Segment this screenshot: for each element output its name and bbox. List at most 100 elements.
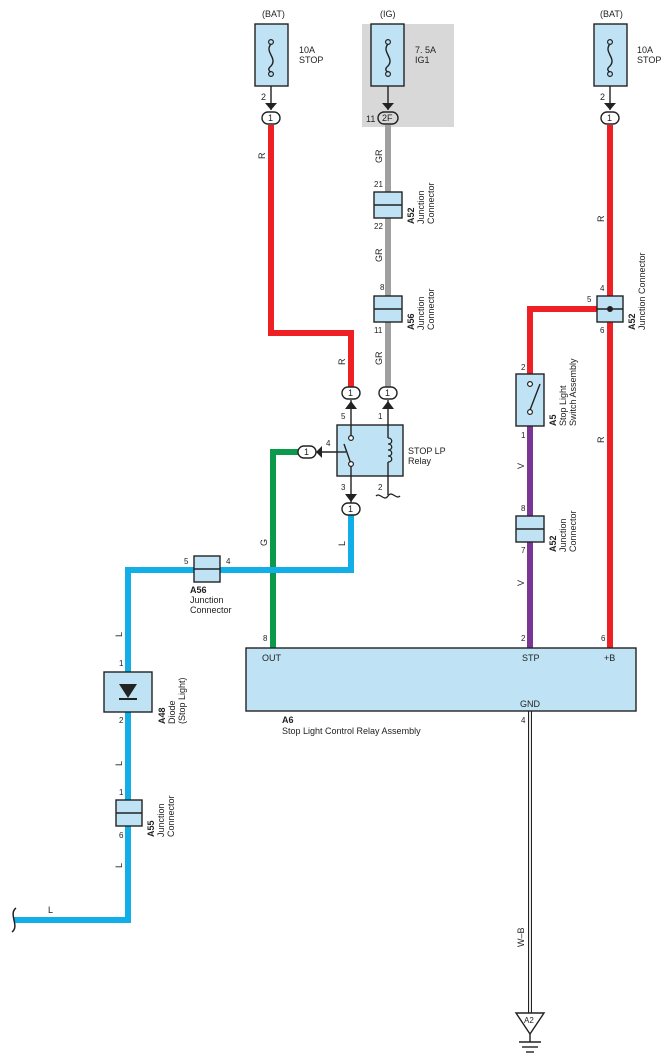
relay-pin-top-right: 1 [378,412,383,421]
wire-label-g: G [259,539,269,546]
control-gnd-label: GND [520,699,541,709]
fuse-left-rating: 10A [299,45,315,55]
wire-label-gr1: GR [374,149,384,163]
a52-mid-name2: Connector [426,182,436,224]
relay-pin-bottom-left: 3 [341,483,346,492]
connector-a56-middle: 8 11 A56 Junction Connector [373,283,436,335]
a52-right-name: Junction Connector [637,252,647,330]
fuse-right-connector: 1 [607,113,612,123]
a52-lower-code: A52 [548,535,558,552]
diode-stop-light: 1 2 A48 Diode (Stop Light) [103,659,187,725]
a55-pin-top: 1 [119,788,124,797]
relay-pin-top-left: 5 [341,412,346,421]
connector-a52-right: 4 5 6 A52 Junction Connector [587,252,647,335]
a52-lower-name: Junction [558,518,568,552]
fuse-left-connector: 1 [268,113,273,123]
wire-break-symbol [11,907,17,933]
fuse-right-name: STOP [637,55,661,65]
wire-label-l2: L [114,632,124,637]
a52-right-code: A52 [627,313,637,330]
stop-light-control-relay-assembly: 8 2 6 OUT STP +B GND 4 A6 Stop Light Con… [245,634,637,736]
connector-a56-left: 5 4 A56 Junction Connector [184,555,232,615]
fuse-middle: (IG) 7. 5A IG1 11 2F [366,9,436,125]
wire-label-v1: V [516,463,526,469]
control-pin-out: 8 [263,634,268,643]
fuse-left-pin: 2 [261,92,266,102]
a52-mid-pin-bottom: 22 [374,222,383,231]
fuse-middle-rating: 7. 5A [415,45,436,55]
a55-name2: Connector [166,795,176,837]
a56-mid-name: Junction [416,296,426,330]
a52-lower-pin-top: 8 [521,504,526,513]
a56-mid-code: A56 [406,313,416,330]
switch-pin-bottom: 1 [521,431,526,440]
wire-label-l1: L [337,541,347,546]
a56-left-pin-left: 5 [184,557,189,566]
a52-right-pin-left: 5 [587,295,592,304]
a55-code: A55 [146,820,156,837]
a52-mid-code: A52 [406,207,416,224]
a52-right-pin-bottom: 6 [600,326,605,335]
switch-name: Stop Light [558,385,568,426]
control-pin-stp: 2 [521,634,526,643]
control-plusb-label: +B [604,653,615,663]
a56-left-name: Junction [190,595,224,605]
wire-label-r4: R [596,436,606,443]
relay-name2: Relay [408,456,432,466]
wire-label-r1: R [257,152,267,159]
diode-name2: (Stop Light) [177,677,187,724]
wire-label-v2: V [516,580,526,586]
fuse-middle-connector: 2F [382,113,393,123]
diode-pin-top: 1 [119,659,124,668]
wire-label-l4: L [114,863,124,868]
control-pin-plusb: 6 [601,634,606,643]
wire-label-l3: L [114,761,124,766]
a55-name: Junction [156,803,166,837]
control-name: Stop Light Control Relay Assembly [282,726,421,736]
wire-red-switch-feed [527,306,610,378]
control-out-label: OUT [262,653,282,663]
ground-label: A2 [524,1016,534,1025]
relay-pin-bottom-right: 2 [378,483,383,492]
stop-light-switch: 2 1 A5 Stop Light Switch Assembly [515,358,578,440]
wire-blue [14,515,354,923]
switch-code: A5 [548,414,558,426]
wire-label-gr3: GR [374,351,384,365]
fuse-left-name: STOP [299,55,323,65]
a52-lower-name2: Connector [568,510,578,552]
connector-a52-lower: 8 7 A52 Junction Connector [515,504,578,555]
switch-pin-top: 2 [521,363,526,372]
switch-name2: Switch Assembly [568,358,578,426]
diode-pin-bottom: 2 [119,716,124,725]
fuse-right-source: (BAT) [600,9,623,19]
a56-left-pin-right: 4 [226,557,231,566]
fuse-right: (BAT) 10A STOP 2 1 [593,9,661,125]
a55-pin-bottom: 6 [119,831,124,840]
wire-red-left [268,125,354,387]
wire-harness [14,125,613,1013]
a56-mid-pin-bottom: 11 [374,326,383,335]
wire-label-wb: W–B [516,927,526,947]
a52-lower-pin-bottom: 7 [521,546,526,555]
relay-pin-left: 4 [326,439,331,448]
fuse-left-source: (BAT) [262,9,285,19]
fuse-middle-name: IG1 [415,55,430,65]
ground-point: A2 [514,1012,546,1053]
control-pin-gnd: 4 [521,716,526,725]
diode-code: A48 [157,707,167,724]
a56-left-name2: Connector [190,605,232,615]
a52-mid-name: Junction [416,190,426,224]
a52-mid-pin-top: 21 [374,180,383,189]
wire-label-gr2: GR [374,248,384,262]
connector-a55: 1 6 A55 Junction Connector [115,788,176,840]
a56-mid-name2: Connector [426,288,436,330]
relay-name: STOP LP [408,446,446,456]
relay-conn2: 1 [385,388,390,398]
a52-right-pin-top: 4 [600,284,605,293]
wire-green [270,449,298,648]
fuse-left: (BAT) 10A STOP 2 1 [254,9,323,125]
wire-color-labels: R R GR GR GR R R G L L L L L V V W–B [48,149,606,947]
a56-mid-pin-top: 8 [380,283,385,292]
stop-lp-relay: 1 1 5 1 4 1 3 2 1 STOP LP Relay [297,386,446,516]
fuse-right-pin: 2 [600,92,605,102]
